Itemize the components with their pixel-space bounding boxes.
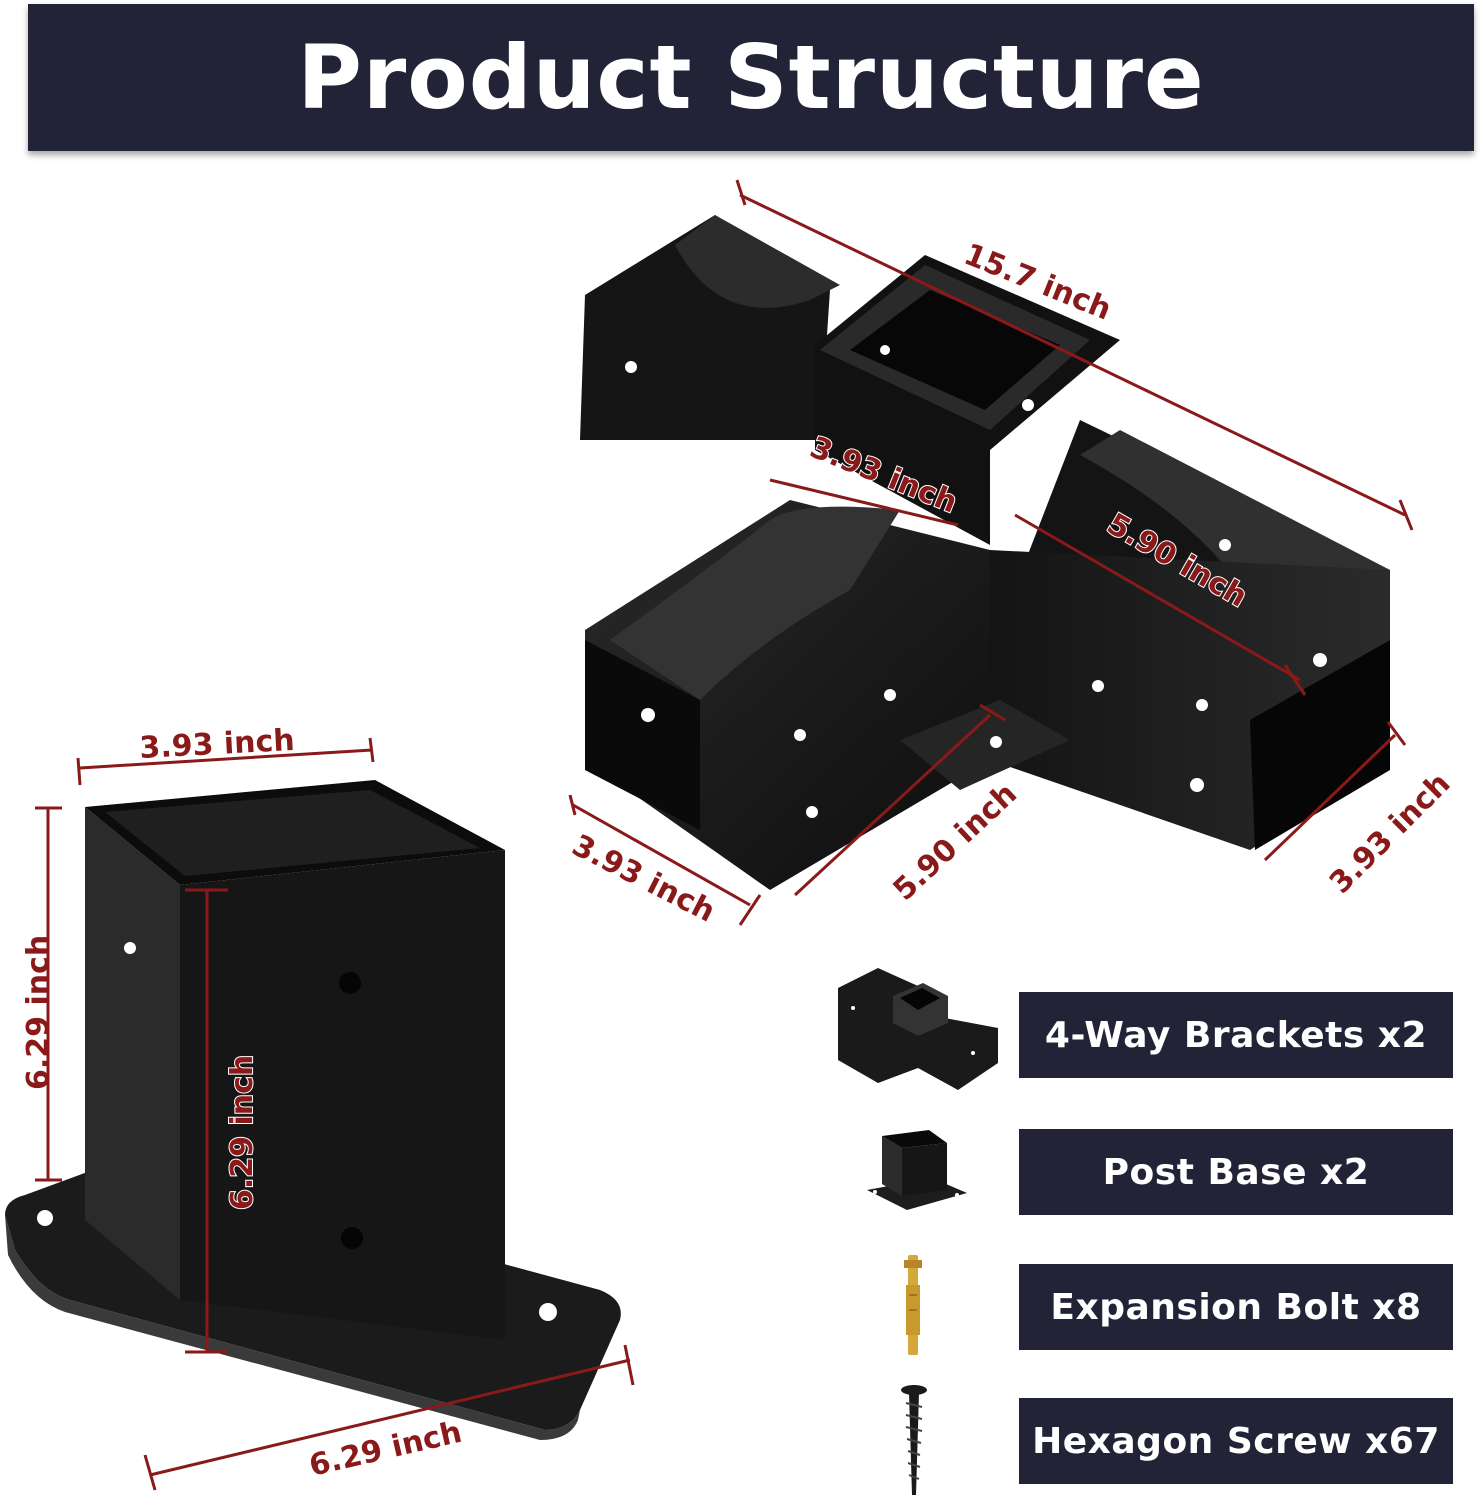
page-title: Product Structure	[297, 26, 1205, 129]
post-base	[5, 737, 635, 1491]
item-label-brackets: 4-Way Brackets x2	[1019, 992, 1453, 1078]
dim-base-plate-width: 6.29 inch	[306, 1415, 465, 1484]
title-banner: Product Structure	[28, 4, 1474, 151]
dim-base-outer-height: 6.29 inch	[21, 935, 56, 1090]
hexagon-screw-icon	[901, 1385, 927, 1495]
dim-base-inner-height: 6.29 inch	[225, 1055, 260, 1210]
four-way-bracket-icon	[838, 968, 998, 1090]
item-label-expansion-bolt: Expansion Bolt x8	[1019, 1264, 1453, 1350]
expansion-bolt-icon	[904, 1255, 922, 1355]
four-way-bracket	[568, 179, 1414, 926]
dim-base-top-width: 3.93 inch	[139, 723, 296, 766]
post-base-icon	[867, 1130, 967, 1210]
item-label-hexagon-screw: Hexagon Screw x67	[1019, 1398, 1453, 1484]
item-label-post-base: Post Base x2	[1019, 1129, 1453, 1215]
